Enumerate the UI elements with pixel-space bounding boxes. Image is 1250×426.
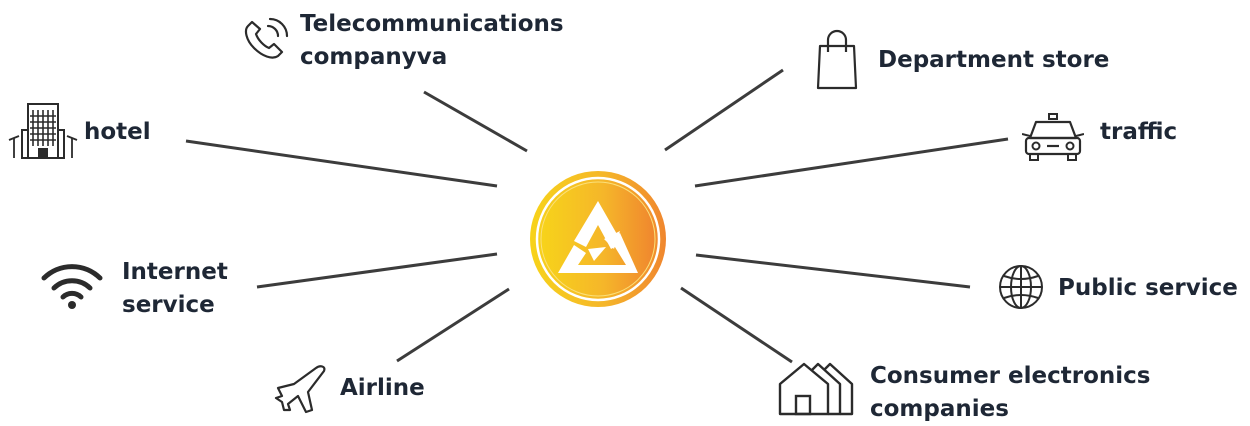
phone-ringing-icon [244,17,289,59]
connector-internet [256,252,498,289]
wifi-icon [41,264,103,309]
connector-public [695,253,971,289]
airplane-icon [274,365,326,414]
globe-icon [999,265,1043,309]
car-icon [1022,113,1084,161]
recycle-logo-icon [530,171,666,307]
node-traffic-label: traffic [1100,119,1178,145]
connector-department [664,68,784,152]
node-hotel-label: hotel [84,119,151,145]
connector-airline [396,287,510,363]
node-public-label: Public service [1058,275,1238,301]
connector-telecom [423,90,528,153]
node-internet-label: Internet service [122,259,228,318]
node-department-label: Department store [878,47,1110,73]
node-airline-label: Airline [340,375,425,401]
houses-icon [778,362,854,416]
connector-hotel [185,139,498,188]
node-electronics-label: Consumer electronics companies [870,363,1151,422]
hotel-building-icon [8,103,78,159]
connector-electronics [680,286,793,364]
shopping-bag-icon [816,29,858,90]
connector-traffic [694,137,1009,188]
node-telecom-label: Telecommunications companyva [300,11,564,70]
